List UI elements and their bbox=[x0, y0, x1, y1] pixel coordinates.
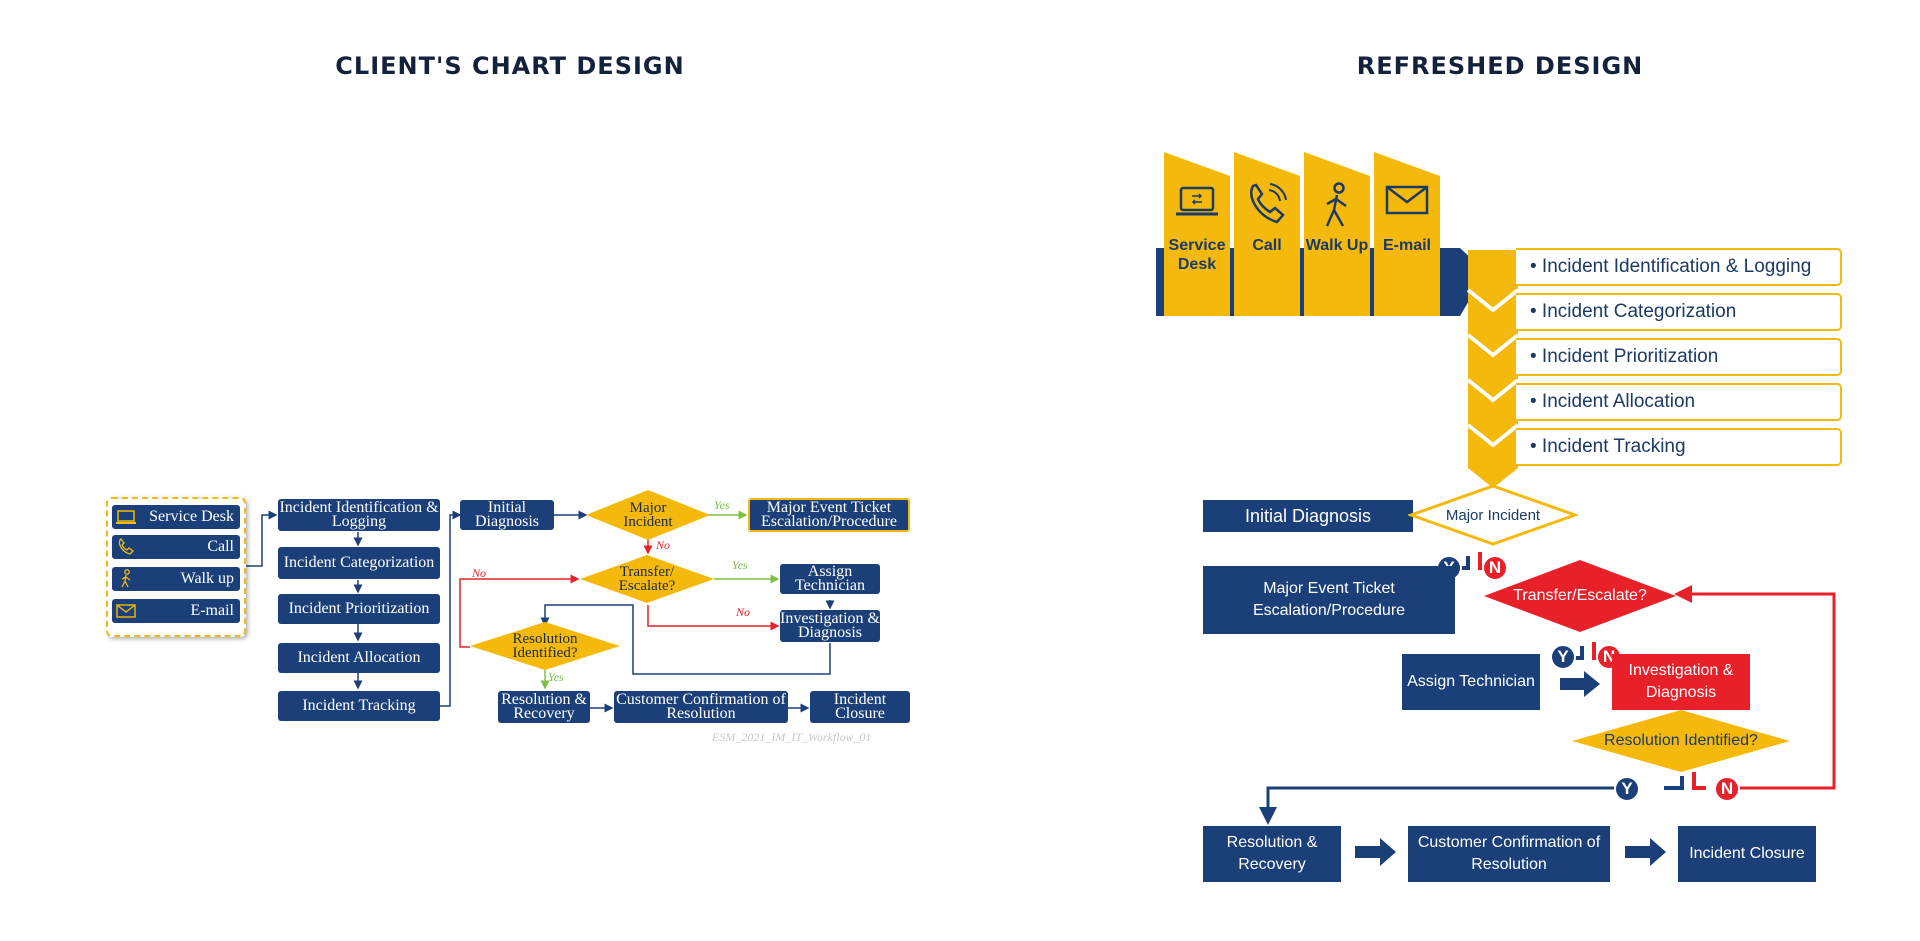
channel-service-desk: Service Desk bbox=[1164, 152, 1230, 316]
edge-yes-label: Yes bbox=[732, 558, 748, 572]
decision-resolution-identified: Resolution Identified? bbox=[470, 622, 620, 670]
stage-categorization: • Incident Categorization bbox=[1516, 293, 1842, 331]
step-incident-closure: Incident Closure bbox=[810, 691, 910, 723]
decision-label: Resolution Identified? bbox=[1604, 732, 1758, 749]
step-assign-technician: Assign Technician bbox=[780, 564, 880, 594]
no-badge: N bbox=[1482, 555, 1508, 581]
edge-yes-label: Yes bbox=[548, 670, 564, 684]
step-identification-logging: Incident Identification & Logging bbox=[278, 499, 440, 531]
decision-resolution-identified: Resolution Identified? bbox=[1572, 710, 1790, 772]
phone-icon bbox=[1234, 182, 1300, 226]
stage-identification-logging: • Incident Identification & Logging bbox=[1516, 248, 1842, 286]
envelope-icon bbox=[112, 601, 140, 621]
source-label: Walk up bbox=[180, 570, 234, 587]
no-badge: N bbox=[1714, 776, 1740, 802]
channel-label: Service Desk bbox=[1168, 237, 1226, 273]
stage-allocation: • Incident Allocation bbox=[1516, 383, 1842, 421]
intake-sources-panel: Service Desk Call Walk up E-mail bbox=[106, 497, 246, 637]
decision-label: Major Incident bbox=[623, 500, 673, 530]
laptop-icon bbox=[112, 507, 140, 527]
step-incident-closure: Incident Closure bbox=[1678, 826, 1816, 882]
decision-transfer-escalate: Transfer/Escalate? bbox=[1484, 560, 1676, 632]
channel-email: E-mail bbox=[1374, 152, 1440, 316]
yes-badge: Y bbox=[1550, 644, 1576, 670]
decision-major-incident: Major Incident bbox=[1408, 484, 1578, 546]
step-initial-diagnosis: Initial Diagnosis bbox=[460, 500, 554, 530]
client-flowchart: Yes No Yes No No Yes Service Desk Call W… bbox=[106, 490, 910, 744]
source-email: E-mail bbox=[112, 599, 240, 623]
decision-transfer-escalate: Transfer/ Escalate? bbox=[580, 555, 714, 603]
step-customer-confirmation: Customer Confirmation of Resolution bbox=[614, 691, 788, 723]
edge-yes-label: Yes bbox=[714, 498, 730, 512]
decision-label: Transfer/Escalate? bbox=[1513, 587, 1647, 604]
step-major-event-ticket: Major Event Ticket Escalation/Procedure bbox=[1203, 566, 1455, 634]
step-investigation-diagnosis: Investigation & Diagnosis bbox=[780, 610, 880, 642]
source-label: Call bbox=[207, 538, 234, 555]
client-connectors bbox=[246, 510, 835, 713]
decision-major-incident: Major Incident bbox=[586, 490, 710, 540]
step-prioritization: Incident Prioritization bbox=[278, 594, 440, 624]
walking-person-icon bbox=[1304, 182, 1370, 227]
channel-walk-up: Walk Up bbox=[1304, 152, 1370, 316]
yes-badge: Y bbox=[1614, 776, 1640, 802]
refreshed-design-heading: REFRESHED DESIGN bbox=[1356, 52, 1644, 80]
stage-prioritization: • Incident Prioritization bbox=[1516, 338, 1842, 376]
channel-label: Call bbox=[1252, 237, 1282, 254]
step-assign-technician: Assign Technician bbox=[1402, 654, 1540, 710]
step-tracking: Incident Tracking bbox=[278, 691, 440, 721]
refreshed-shapes bbox=[1156, 248, 1836, 866]
step-initial-diagnosis: Initial Diagnosis bbox=[1203, 500, 1413, 532]
client-chart-heading: CLIENT'S CHART DESIGN bbox=[335, 52, 685, 80]
source-service-desk: Service Desk bbox=[112, 505, 240, 529]
envelope-icon bbox=[1374, 182, 1440, 226]
step-categorization: Incident Categorization bbox=[278, 547, 440, 579]
source-call: Call bbox=[112, 535, 240, 559]
step-resolution-recovery: Resolution & Recovery bbox=[498, 691, 590, 723]
edge-no-label: No bbox=[656, 538, 671, 552]
edge-no-label: No bbox=[472, 566, 487, 580]
refreshed-flowchart: Service Desk Call Walk Up E-mail • Incid… bbox=[960, 0, 1920, 941]
phone-icon bbox=[112, 537, 140, 557]
source-label: E-mail bbox=[190, 602, 234, 619]
channel-label: E-mail bbox=[1382, 237, 1431, 254]
stage-tracking: • Incident Tracking bbox=[1516, 428, 1842, 466]
walking-person-icon bbox=[112, 569, 140, 589]
step-major-event-ticket: Major Event Ticket Escalation/Procedure bbox=[748, 498, 910, 532]
decision-label: Resolution Identified? bbox=[512, 631, 578, 661]
source-label: Service Desk bbox=[149, 508, 234, 525]
decision-label: Transfer/ Escalate? bbox=[618, 564, 676, 594]
decision-label: Major Incident bbox=[1445, 506, 1541, 524]
source-walk-up: Walk up bbox=[112, 567, 240, 591]
diagram-watermark: ESM_2021_IM_IT_Workflow_01 bbox=[712, 730, 872, 744]
step-customer-confirmation: Customer Confirmation of Resolution bbox=[1408, 826, 1610, 882]
step-investigation-diagnosis: Investigation & Diagnosis bbox=[1612, 654, 1750, 710]
step-allocation: Incident Allocation bbox=[278, 643, 440, 673]
edge-no-label: No bbox=[736, 605, 751, 619]
channel-label: Walk Up bbox=[1305, 237, 1369, 254]
step-resolution-recovery: Resolution & Recovery bbox=[1203, 826, 1341, 882]
laptop-icon bbox=[1164, 182, 1230, 226]
channel-call: Call bbox=[1234, 152, 1300, 316]
